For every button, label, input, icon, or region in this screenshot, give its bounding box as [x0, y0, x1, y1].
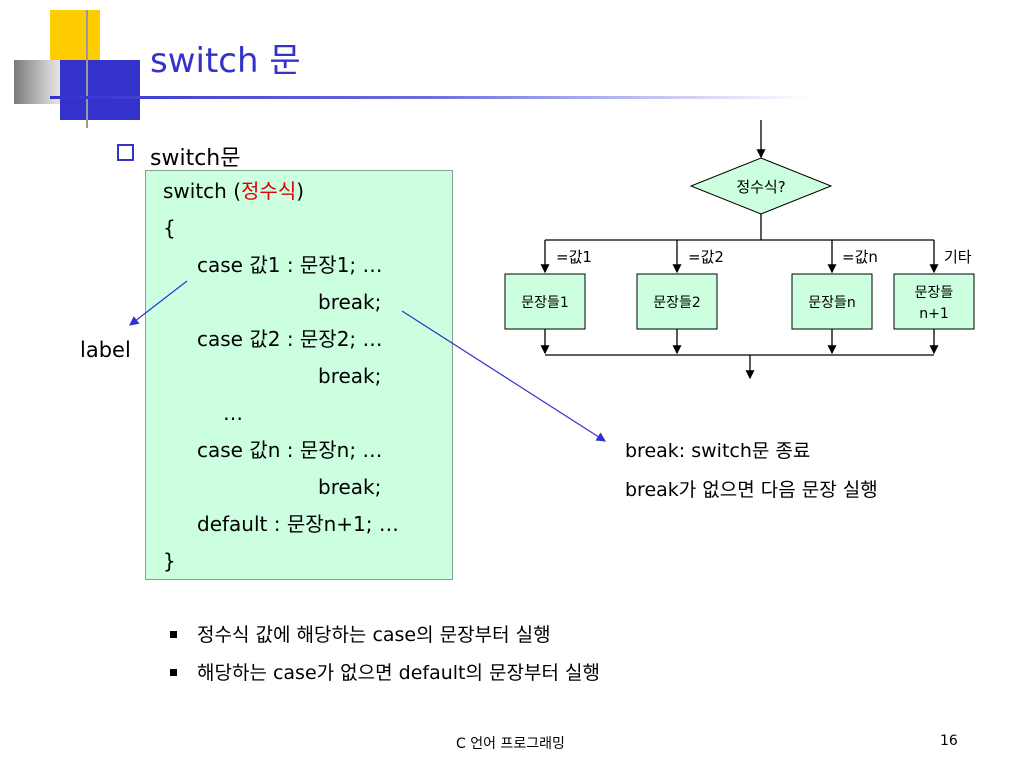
- statements1-label: 문장들1: [521, 295, 569, 311]
- branch1-label: =값1: [556, 248, 592, 266]
- statements1-box: [504, 273, 586, 330]
- code-close-brace: }: [163, 549, 176, 573]
- header-decoration-vertical-line: [86, 10, 88, 128]
- code-case2: case 값2 : 문장2; …: [197, 327, 383, 351]
- code-block: [145, 170, 453, 580]
- condition-label: 정수식?: [736, 178, 785, 196]
- statementsn-label: 문장들n: [808, 295, 856, 311]
- code-breakn: break;: [318, 475, 382, 499]
- code-switch-suffix: ): [296, 179, 305, 203]
- code-keyword: 정수식: [241, 179, 297, 203]
- code-line-switch: switch (정수식): [163, 181, 304, 201]
- header-decoration-blue: [60, 60, 140, 120]
- label-arrow: [129, 280, 188, 326]
- header-decoration-yellow: [50, 10, 100, 65]
- page-number: 16: [940, 733, 958, 749]
- bullet-square-icon: [170, 631, 177, 638]
- break-note-1: break: switch문 종료: [625, 440, 811, 462]
- code-default: default : 문장n+1; …: [197, 512, 399, 536]
- footer-course: C 언어 프로그래밍: [456, 736, 565, 752]
- title-underline: [50, 96, 810, 99]
- break-note-2: break가 없으면 다음 문장 실행: [625, 479, 878, 501]
- branch-default-label: 기타: [944, 248, 972, 266]
- code-open-brace: {: [163, 216, 176, 240]
- code-ellipsis: …: [223, 401, 243, 425]
- bullet-item-2: 해당하는 case가 없으면 default의 문장부터 실행: [197, 662, 600, 684]
- code-case1: case 값1 : 문장1; …: [197, 253, 383, 277]
- label-annotation: label: [80, 338, 131, 362]
- code-switch-prefix: switch (: [163, 179, 242, 203]
- section-heading: switch문: [150, 146, 241, 171]
- checkbox-bullet-icon: [117, 144, 134, 161]
- code-casen: case 값n : 문장n; …: [197, 438, 383, 462]
- branchn-label: =값n: [842, 248, 878, 266]
- bullet-square-icon: [170, 669, 177, 676]
- break-arrow: [401, 310, 607, 442]
- code-break1: break;: [318, 290, 382, 314]
- slide-title: switch 문: [150, 41, 301, 81]
- statements-default-label-1: 문장들: [915, 285, 954, 301]
- branch2-label: =값2: [688, 248, 724, 266]
- statements2-label: 문장들2: [653, 295, 701, 311]
- statements-default-label-2: n+1: [919, 306, 949, 322]
- code-break2: break;: [318, 364, 382, 388]
- bullet-item-1: 정수식 값에 해당하는 case의 문장부터 실행: [197, 624, 551, 646]
